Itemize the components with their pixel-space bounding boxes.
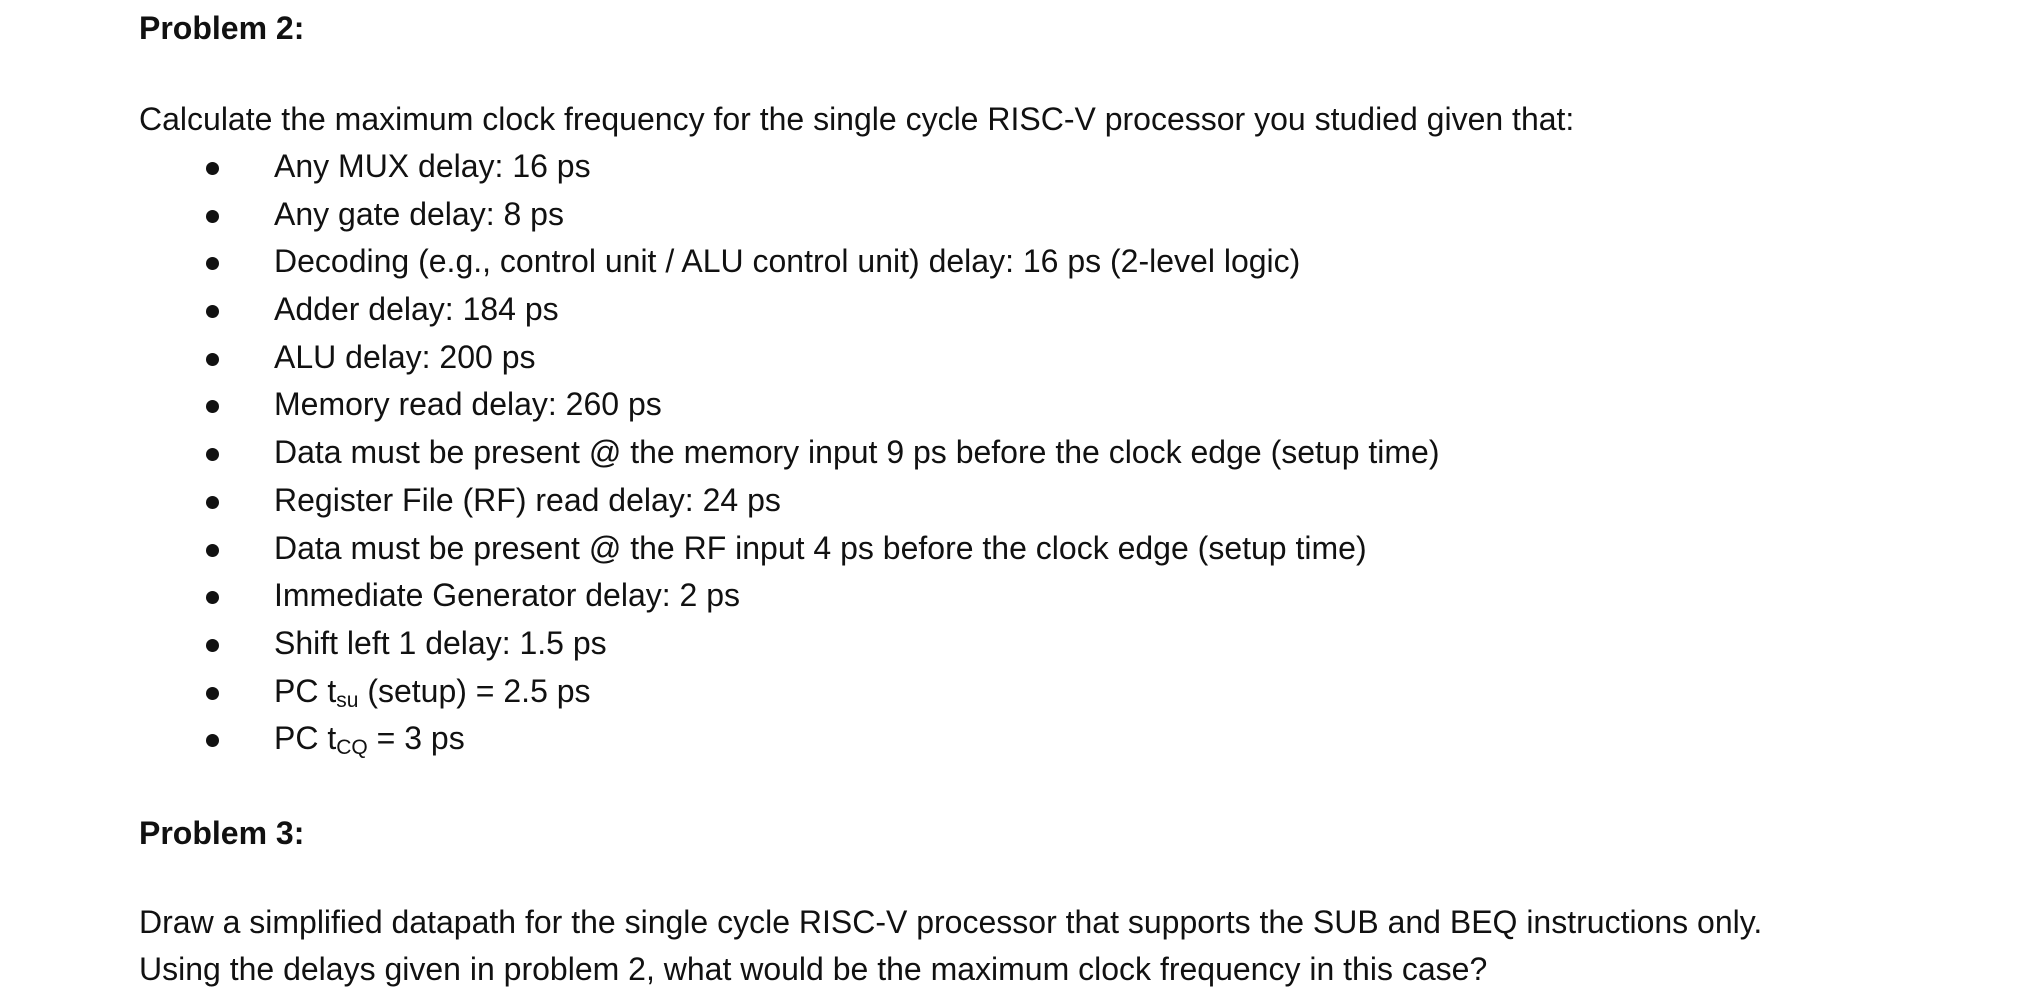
bullet-icon [206,543,219,557]
problem-3-heading: Problem 3: [139,815,305,851]
bullet-icon [206,209,219,223]
pc-tsu-subscript: su [336,688,359,712]
bullet-icon [206,400,219,414]
pc-tcq-prefix: PC t [274,720,337,757]
problem-3-line-2: Using the delays given in problem 2, wha… [139,951,1488,987]
pc-tsu-suffix: (setup) = 2.5 ps [358,672,591,709]
bullet-icon [206,257,219,271]
pc-tcq-subscript: CQ [336,736,368,760]
bullet-icon [206,352,219,366]
bullet-icon [206,734,219,748]
pc-tsu-prefix: PC t [274,672,337,709]
bullet-icon [206,638,219,652]
bullet-icon [206,162,219,175]
bullet-icon [206,686,219,700]
bullet-icon [206,448,219,462]
bullet-icon [206,305,219,319]
bullet-icon [206,591,219,605]
bullet-icon [206,495,219,509]
problem-2-intro: Calculate the maximum clock frequency fo… [139,101,1575,137]
pc-tcq-suffix: = 3 ps [367,720,465,757]
problem-3-line-1: Draw a simplified datapath for the singl… [139,904,1763,940]
problem-2-heading: Problem 2: [139,10,305,46]
